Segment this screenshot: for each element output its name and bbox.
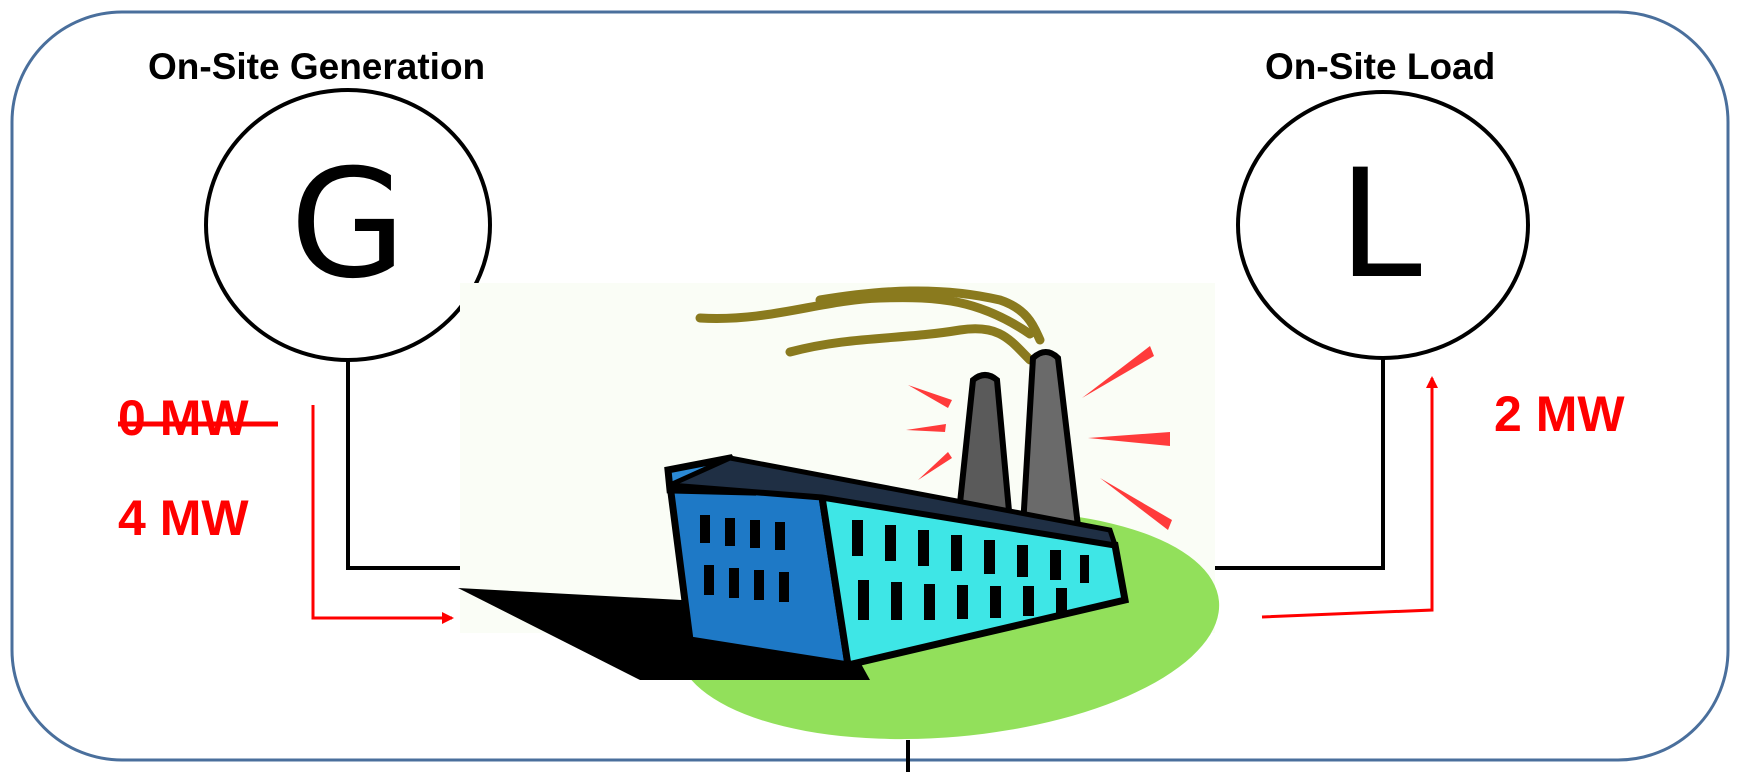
generator-symbol: G: [278, 150, 418, 300]
generation-title: On-Site Generation: [148, 46, 485, 88]
generation-old-value: 0 MW: [118, 389, 249, 447]
generation-new-value: 4 MW: [118, 489, 249, 547]
load-symbol: L: [1310, 150, 1450, 300]
load-title: On-Site Load: [1265, 46, 1495, 88]
load-value: 2 MW: [1494, 385, 1625, 443]
